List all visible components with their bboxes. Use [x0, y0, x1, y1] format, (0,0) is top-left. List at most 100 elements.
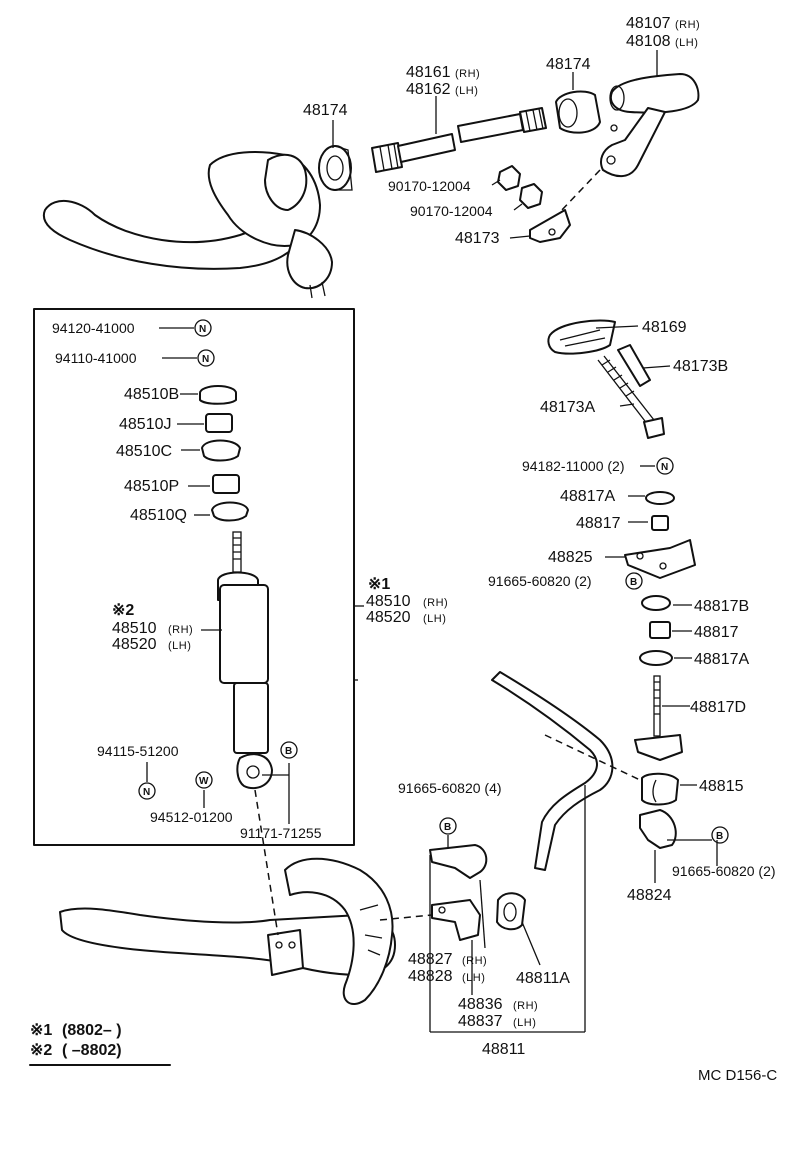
symbol-n-94115: N — [138, 782, 156, 800]
bushing-48174-right — [555, 90, 601, 134]
label-91665-b: 91665-60820 (4) — [398, 780, 502, 796]
label-48108: 48108 — [626, 33, 671, 50]
label-48510Q: 48510Q — [130, 507, 187, 524]
label-48510-rh-2: 48510 — [112, 620, 157, 637]
symbol-b-91171: B — [280, 741, 298, 759]
symbol-w-94512: W — [195, 771, 213, 789]
label-48817-mid: 48817 — [694, 624, 739, 641]
label-48817A-top: 48817A — [560, 488, 615, 505]
svg-text:N: N — [202, 354, 209, 365]
label-48827-suffix: (RH) — [462, 955, 487, 967]
legend-range-2: ( –8802) — [62, 1042, 122, 1059]
stabilizer-bar — [491, 671, 641, 871]
label-group-right: 48169 48173B 48173A 94182-11000 (2) 4881… — [398, 319, 776, 1058]
label-94115: 94115-51200 — [97, 743, 179, 759]
svg-text:B: B — [716, 831, 723, 842]
label-48817A-mid: 48817A — [694, 651, 749, 668]
label-48161: 48161 — [406, 64, 451, 81]
svg-text:N: N — [661, 462, 668, 473]
label-94110: 94110-41000 — [55, 350, 137, 366]
label-90170-lower: 90170-12004 — [410, 203, 493, 219]
svg-text:N: N — [199, 324, 206, 335]
label-48510-rh-1: 48510 — [366, 593, 411, 610]
label-48520-lh-1-suffix: (LH) — [423, 613, 446, 625]
label-mark-2: ※2 — [112, 602, 134, 619]
label-94512: 94512-01200 — [150, 809, 233, 825]
svg-text:N: N — [143, 787, 150, 798]
svg-text:B: B — [630, 577, 637, 588]
symbol-n-94182: N — [656, 457, 674, 475]
shock-absorber-frame — [33, 308, 355, 846]
stabilizer-link-parts — [547, 319, 696, 849]
label-48173B: 48173B — [673, 358, 728, 375]
label-48817D: 48817D — [690, 699, 746, 716]
label-94182: 94182-11000 (2) — [522, 458, 624, 474]
upper-control-arm — [42, 151, 333, 299]
label-48827: 48827 — [408, 951, 453, 968]
label-48169: 48169 — [642, 319, 687, 336]
label-group-upper: 48107 (RH) 48108 (LH) 48161 (RH) 48162 (… — [303, 15, 700, 247]
label-48811: 48811 — [482, 1041, 525, 1058]
label-48817-top: 48817 — [576, 515, 621, 532]
label-48162: 48162 — [406, 81, 451, 98]
label-48520-lh-2-suffix: (LH) — [168, 640, 191, 652]
label-48161-suffix: (RH) — [455, 68, 480, 80]
torsion-bar-48161 — [371, 107, 547, 173]
label-48107-suffix: (RH) — [675, 19, 700, 31]
svg-text:B: B — [285, 746, 292, 757]
svg-text:B: B — [444, 822, 451, 833]
label-48837: 48837 — [458, 1013, 503, 1030]
label-48825: 48825 — [548, 549, 593, 566]
diagram-code: MC D156-C — [698, 1067, 777, 1084]
svg-text:W: W — [199, 776, 209, 787]
stabilizer-brackets-lower — [429, 844, 526, 941]
legend-mark-2: ※2 — [30, 1042, 52, 1059]
torque-arm-48107 — [600, 73, 700, 178]
legend: ※1 (8802– ) ※2 ( –8802) — [29, 1022, 171, 1066]
label-48836-suffix: (RH) — [513, 1000, 538, 1012]
label-91665-c: 91665-60820 (2) — [672, 863, 776, 879]
label-48173: 48173 — [455, 230, 500, 247]
label-48510B: 48510B — [124, 386, 179, 403]
leader-lines-upper — [332, 50, 658, 239]
label-48162-suffix: (LH) — [455, 85, 478, 97]
symbol-b-91665-c: B — [711, 826, 729, 844]
label-90170-upper: 90170-12004 — [388, 178, 471, 194]
leader-bracket-to-arm — [379, 914, 433, 921]
bushing-48174-left — [318, 145, 353, 191]
label-48828: 48828 — [408, 968, 453, 985]
legend-range-1: (8802– ) — [62, 1022, 122, 1039]
label-48510J: 48510J — [119, 416, 172, 433]
label-94120: 94120-41000 — [52, 320, 135, 336]
leader-lines-shock — [146, 327, 364, 824]
label-mark-1: ※1 — [368, 576, 390, 593]
label-48520-lh-1: 48520 — [366, 609, 411, 626]
label-48510-rh-1-suffix: (RH) — [423, 597, 448, 609]
label-91665-a: 91665-60820 (2) — [488, 573, 592, 589]
lock-plate-48173 — [529, 209, 571, 243]
label-48828-suffix: (LH) — [462, 972, 485, 984]
label-48520-lh-2: 48520 — [112, 636, 157, 653]
leader-shock-to-arm — [254, 789, 279, 936]
label-48174-right: 48174 — [546, 56, 591, 73]
leader-torque-arm — [559, 169, 601, 213]
label-91171: 91171-71255 — [240, 825, 322, 841]
label-48173A: 48173A — [540, 399, 595, 416]
shock-absorber-parts — [199, 385, 273, 790]
label-48824: 48824 — [627, 887, 672, 904]
label-48510C: 48510C — [116, 443, 172, 460]
label-group-shock: 94120-41000 94110-41000 48510B 48510J 48… — [52, 320, 448, 841]
label-48815: 48815 — [699, 778, 744, 795]
label-48811A: 48811A — [516, 970, 570, 987]
label-48174-left: 48174 — [303, 102, 348, 119]
symbol-circles: N N N W B N B B — [138, 319, 729, 844]
symbol-n-94120: N — [194, 319, 212, 337]
lower-control-arm — [59, 857, 396, 1005]
legend-mark-1: ※1 — [30, 1022, 52, 1039]
label-48107: 48107 — [626, 15, 671, 32]
symbol-b-91665-a: B — [625, 572, 643, 590]
label-48836: 48836 — [458, 996, 503, 1013]
symbol-n-94110: N — [197, 349, 215, 367]
symbol-b-91665-b: B — [439, 817, 457, 835]
